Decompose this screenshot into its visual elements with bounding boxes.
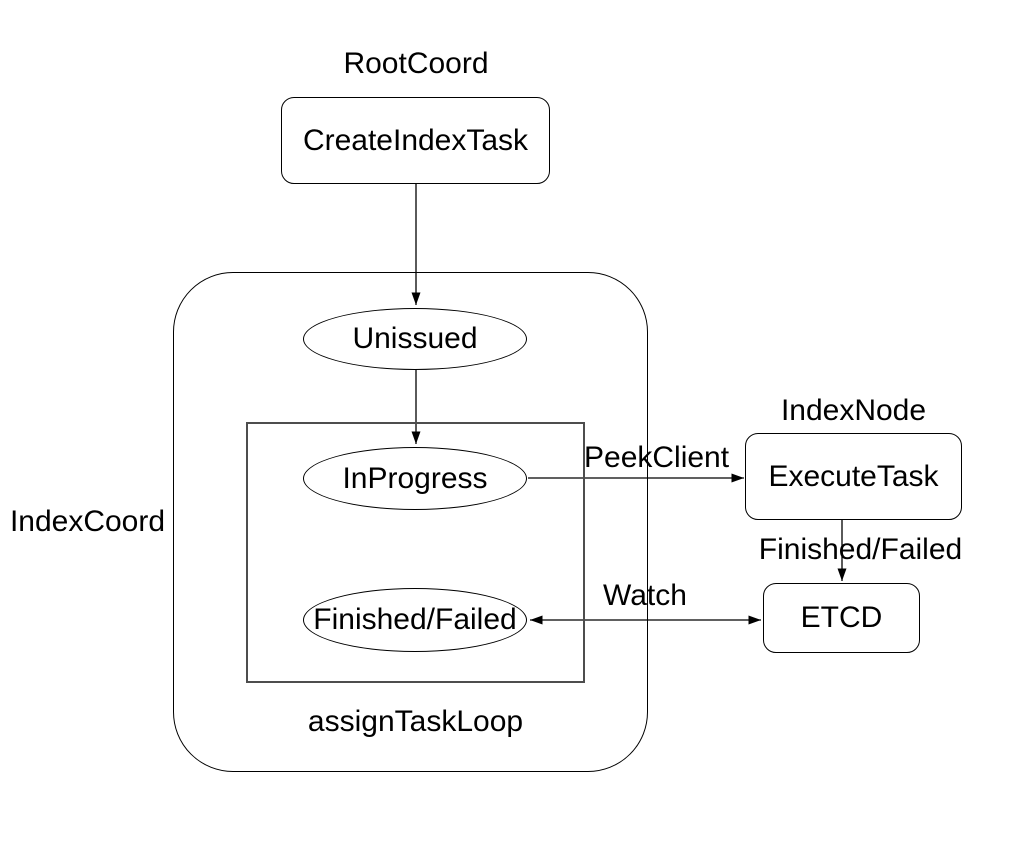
root-coord-label: RootCoord [343,47,489,80]
etcd-node: ETCD [763,583,920,653]
unissued-state: Unissued [303,308,527,370]
execute-task-node: ExecuteTask [745,433,962,520]
finished-failed-state: Finished/Failed [303,588,527,652]
index-coord-label: IndexCoord [9,505,166,538]
assign-task-loop-label: assignTaskLoop [307,705,524,738]
index-coord-container [173,272,648,772]
create-index-task-node: CreateIndexTask [281,97,550,184]
peek-client-edge-label: PeekClient [584,441,730,474]
assign-task-loop-rect [246,422,585,683]
in-progress-state: InProgress [303,447,527,510]
watch-edge-label: Watch [603,579,687,612]
index-node-label: IndexNode [780,394,927,427]
finished-failed-edge-label: Finished/Failed [758,533,963,566]
